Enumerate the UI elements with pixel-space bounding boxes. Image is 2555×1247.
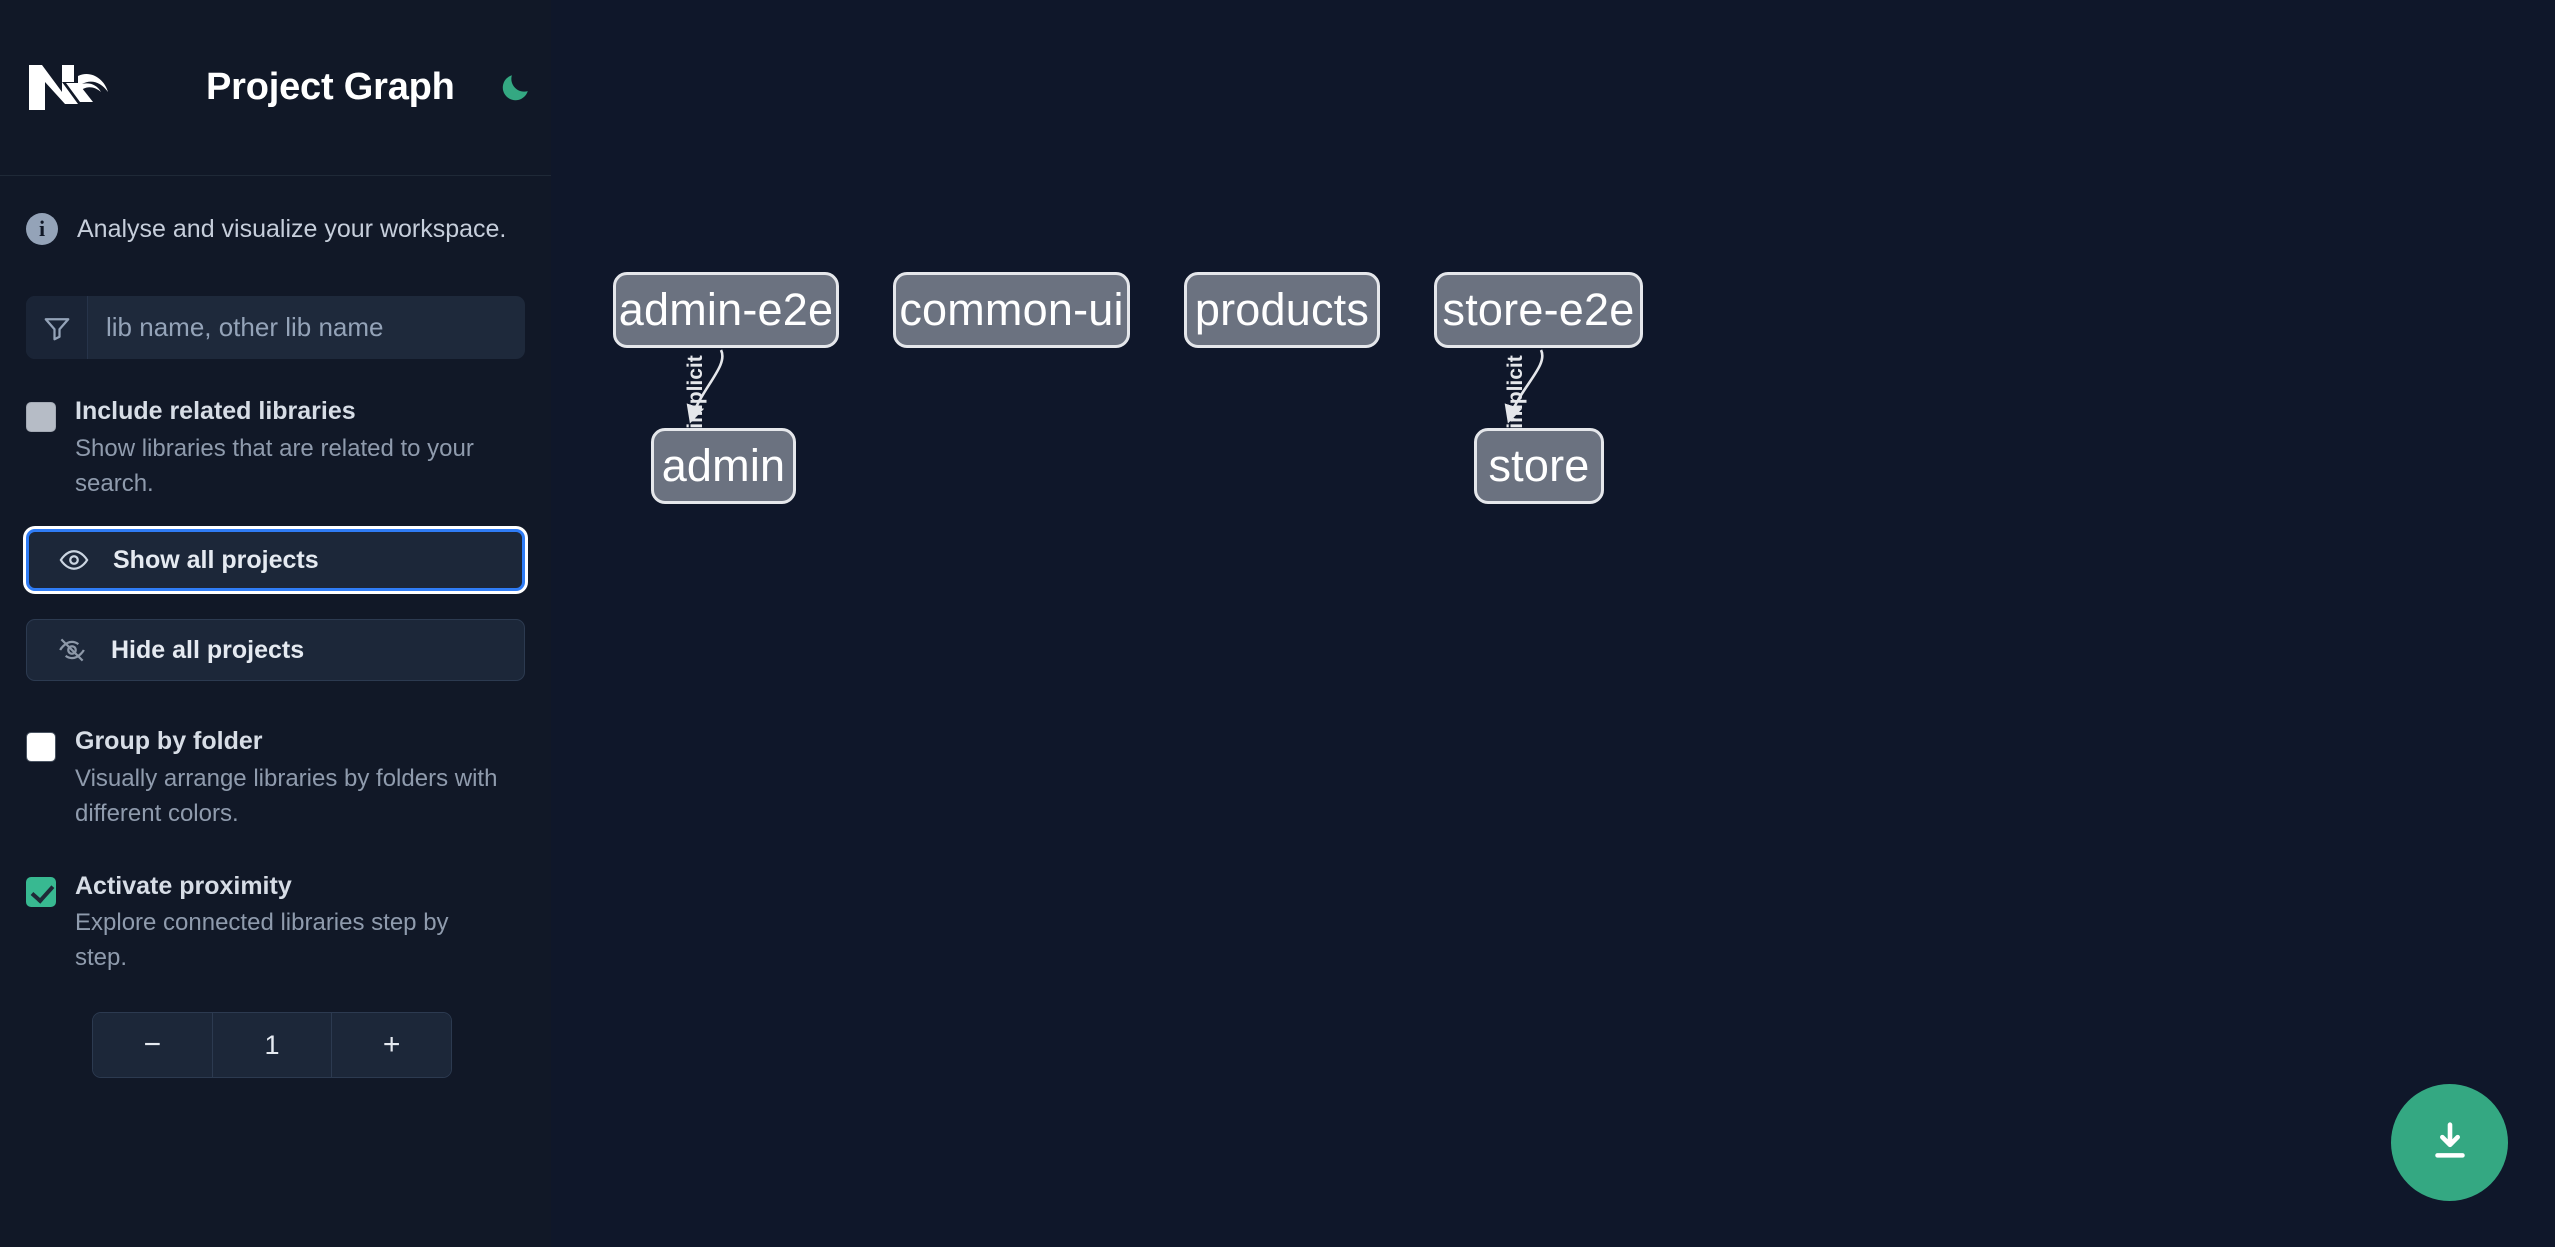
option-description: Visually arrange libraries by folders wi… bbox=[75, 765, 498, 827]
search-input[interactable] bbox=[88, 296, 525, 359]
edge-admin-e2e-to-admin bbox=[686, 349, 724, 424]
option-activate-proximity[interactable]: Activate proximity Explore connected lib… bbox=[26, 872, 525, 976]
option-label: Include related libraries bbox=[75, 397, 356, 425]
option-description: Show libraries that are related to your … bbox=[75, 434, 474, 497]
node-label: common-ui bbox=[899, 284, 1124, 335]
search-row[interactable] bbox=[26, 296, 525, 359]
stepper-decrement-button[interactable]: − bbox=[93, 1013, 212, 1078]
graph-node-admin-e2e[interactable]: admin-e2e bbox=[613, 272, 839, 348]
hide-all-projects-button[interactable]: Hide all projects bbox=[26, 619, 525, 682]
filter-icon bbox=[26, 296, 88, 359]
node-label: store-e2e bbox=[1442, 284, 1635, 335]
node-label: store bbox=[1488, 440, 1590, 491]
group-by-folder-checkbox[interactable] bbox=[26, 732, 56, 763]
download-button[interactable] bbox=[2391, 1084, 2508, 1201]
edge-label-implicit: implicit bbox=[683, 355, 707, 429]
include-related-libraries-checkbox[interactable] bbox=[26, 402, 56, 432]
graph-edges bbox=[686, 349, 1544, 424]
graph-node-admin[interactable]: admin bbox=[651, 428, 796, 504]
option-group-by-folder[interactable]: Group by folder Visually arrange librari… bbox=[26, 727, 525, 831]
moon-icon[interactable] bbox=[493, 66, 537, 110]
sidebar-header: Project Graph bbox=[0, 0, 551, 176]
graph-node-products[interactable]: products bbox=[1184, 272, 1380, 348]
hide-all-projects-label: Hide all projects bbox=[111, 635, 305, 664]
stepper-value: 1 bbox=[211, 1013, 332, 1078]
option-include-related-libraries[interactable]: Include related libraries Show libraries… bbox=[26, 397, 525, 501]
graph-node-common-ui[interactable]: common-ui bbox=[893, 272, 1130, 348]
edge-store-e2e-to-store bbox=[1504, 349, 1544, 424]
activate-proximity-checkbox[interactable] bbox=[26, 876, 56, 907]
option-label: Activate proximity bbox=[75, 871, 292, 900]
tagline-text: Analyse and visualize your workspace. bbox=[77, 214, 507, 243]
sidebar-body: i Analyse and visualize your workspace. … bbox=[0, 176, 551, 1079]
node-label: products bbox=[1194, 284, 1370, 335]
graph-node-store-e2e[interactable]: store-e2e bbox=[1434, 272, 1643, 348]
sidebar: Project Graph i Analyse and visualize yo… bbox=[0, 0, 551, 1247]
show-all-projects-button[interactable]: Show all projects bbox=[26, 529, 525, 592]
node-label: admin bbox=[661, 440, 786, 491]
eye-icon bbox=[57, 543, 91, 577]
download-icon bbox=[2427, 1118, 2473, 1167]
eye-off-icon bbox=[55, 633, 89, 667]
edge-label-implicit: implicit bbox=[1503, 355, 1527, 429]
graph-node-store[interactable]: store bbox=[1474, 428, 1604, 504]
page-title: Project Graph bbox=[206, 66, 455, 108]
tagline: i Analyse and visualize your workspace. bbox=[26, 176, 525, 256]
option-description: Explore connected libraries step by step… bbox=[75, 909, 449, 972]
nx-logo-icon bbox=[26, 59, 110, 117]
node-label: admin-e2e bbox=[618, 284, 834, 335]
show-all-projects-label: Show all projects bbox=[113, 545, 319, 574]
graph-canvas[interactable]: admin-e2e common-ui products store-e2e a… bbox=[551, 0, 2555, 1247]
info-icon: i bbox=[26, 213, 58, 245]
option-label: Group by folder bbox=[75, 727, 263, 756]
proximity-stepper[interactable]: − 1 + bbox=[92, 1012, 452, 1079]
stepper-increment-button[interactable]: + bbox=[331, 1013, 451, 1078]
